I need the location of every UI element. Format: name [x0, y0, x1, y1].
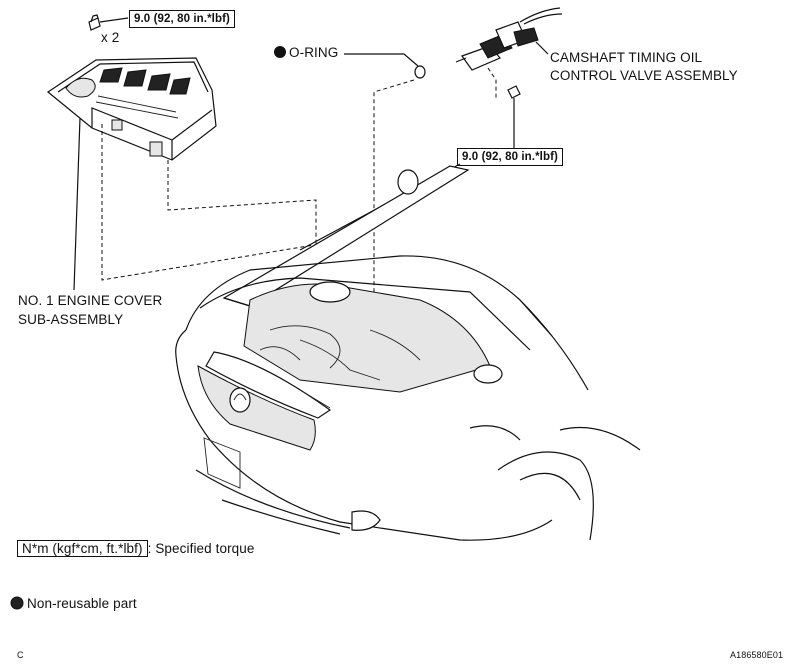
- torque-spec-valve: 9.0 (92, 80 in.*lbf): [457, 148, 563, 166]
- vehicle-front-icon: [175, 165, 641, 541]
- engine-cover-icon: [46, 57, 217, 161]
- cover-nut-icon: [88, 14, 129, 31]
- torque-legend: N*m (kgf*cm, ft.*lbf): Specified torque: [17, 540, 255, 557]
- non-reusable-legend: Non-reusable part: [27, 596, 137, 611]
- o-ring-label: O-RING: [274, 44, 338, 61]
- valve-label-line1: CAMSHAFT TIMING OIL: [550, 50, 703, 65]
- non-reusable-dot-icon: [274, 46, 286, 58]
- cover-label-line1: NO. 1 ENGINE COVER: [18, 293, 163, 308]
- valve-label-line2: CONTROL VALVE ASSEMBLY: [550, 68, 738, 83]
- o-ring-text: O-RING: [289, 45, 339, 60]
- torque-spec-cover: 9.0 (92, 80 in.*lbf): [129, 10, 235, 28]
- o-ring-icon: [414, 65, 426, 79]
- quantity-multiplier: x 2: [101, 30, 120, 45]
- figure-code-right: A186580E01: [730, 650, 784, 660]
- cover-label-line2: SUB-ASSEMBLY: [18, 312, 124, 327]
- non-reusable-marker-icon: [10, 596, 24, 610]
- torque-unit-box: N*m (kgf*cm, ft.*lbf): [17, 540, 148, 557]
- oil-control-valve-icon: [455, 7, 563, 71]
- torque-legend-desc: : Specified torque: [147, 541, 255, 556]
- valve-bolt-icon: [507, 85, 521, 148]
- figure-code-left: C: [17, 650, 24, 660]
